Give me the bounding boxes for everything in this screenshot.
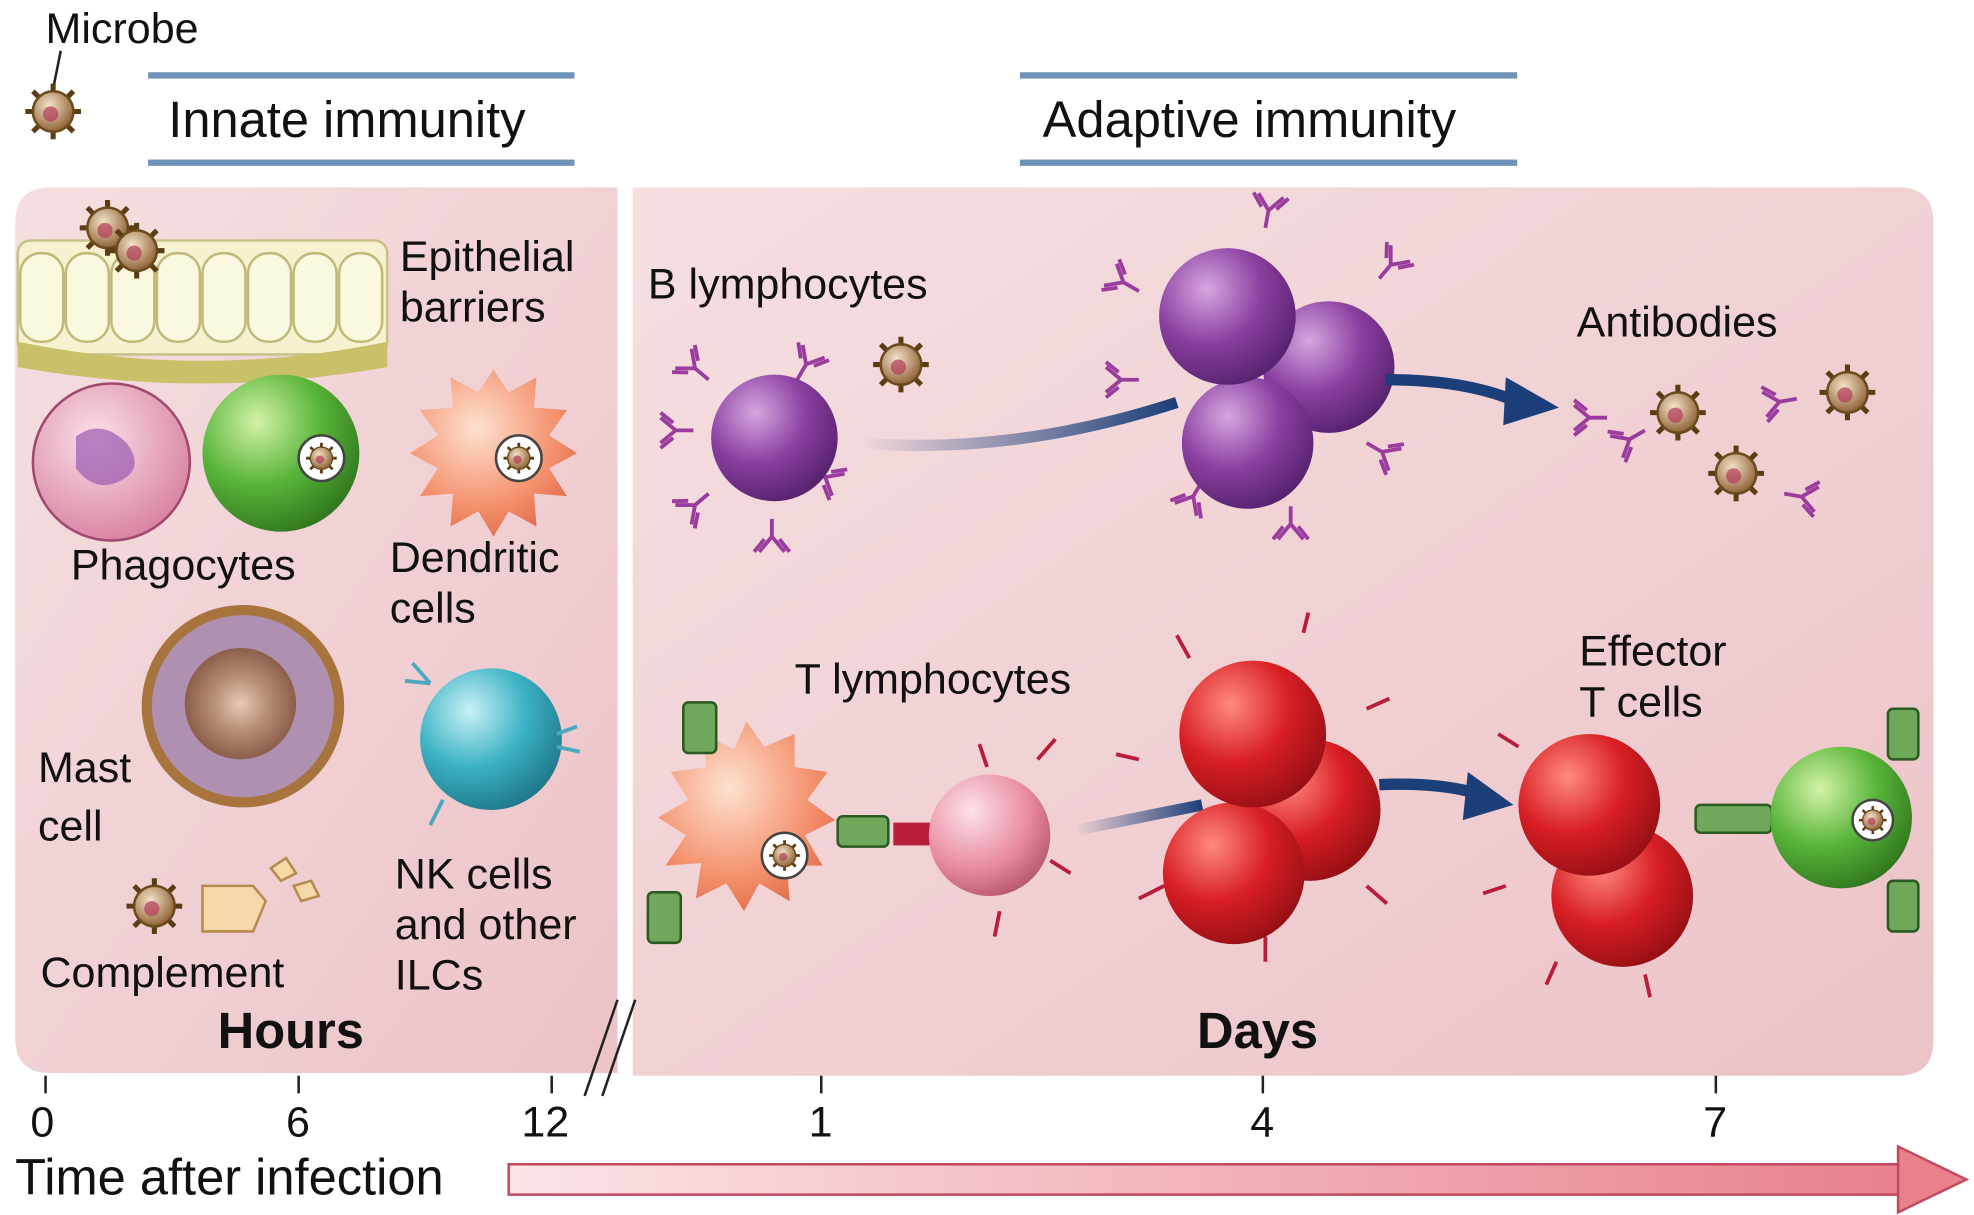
phagocytes-label: Phagocytes [71, 542, 296, 590]
microbe-legend: Microbe [25, 5, 199, 140]
t-lymphocytes-label: T lymphocytes [795, 656, 1072, 704]
tick-6h: 6 [286, 1098, 310, 1146]
tick-7d: 7 [1703, 1098, 1727, 1146]
nk-cell-illustration [404, 661, 580, 826]
phagocytes-illustration [31, 374, 360, 542]
complement-label: Complement [40, 949, 284, 997]
dendritic-label-1: Dendritic [390, 534, 560, 582]
time-axis-label: Time after infection [15, 1149, 443, 1206]
days-label: Days [1197, 1002, 1318, 1059]
adaptive-title: Adaptive immunity [1043, 91, 1457, 148]
b-lymphocytes-label: B lymphocytes [648, 261, 928, 309]
effector-label-2: T cells [1579, 678, 1703, 726]
dendritic-label-2: cells [390, 585, 476, 633]
b-lymphocyte-illustration [658, 337, 929, 554]
effector-label-1: Effector [1579, 628, 1726, 676]
t-cell-clones-illustration [1115, 612, 1391, 962]
mast-label-1: Mast [38, 744, 131, 792]
mast-label-2: cell [38, 802, 103, 850]
epithelial-label-2: barriers [400, 284, 546, 332]
nk-label-2: and other [395, 901, 577, 949]
tick-12h: 12 [521, 1098, 569, 1146]
tick-1d: 1 [809, 1098, 833, 1146]
time-arrow-head-icon [1896, 1144, 1970, 1215]
arrow-head-icon-2 [1462, 772, 1514, 821]
nk-label-3: ILCs [395, 952, 483, 1000]
naive-t-cell-illustration [893, 737, 1072, 937]
innate-title: Innate immunity [168, 91, 526, 148]
effector-t-cells-illustration [1482, 707, 1920, 998]
epithelial-barrier-illustration [16, 200, 389, 384]
arrow-head-icon [1503, 377, 1559, 426]
mast-cell-illustration [141, 604, 345, 808]
innate-header: Innate immunity [148, 72, 575, 166]
microbe-icon [25, 84, 81, 140]
t-cell-activation-arrow [1074, 799, 1204, 836]
time-axis: 0 6 12 1 4 7 Time after infection [15, 999, 1970, 1215]
tick-4d: 4 [1250, 1098, 1274, 1146]
adaptive-header: Adaptive immunity [1019, 72, 1518, 166]
nk-label-1: NK cells [395, 850, 553, 898]
antibodies-label: Antibodies [1577, 299, 1778, 347]
microbe-label: Microbe [46, 5, 199, 53]
epithelial-label-1: Epithelial [400, 233, 575, 281]
b-cell-activation-arrow [859, 397, 1179, 452]
time-arrow [507, 1163, 1915, 1196]
antigen-presenting-cell-illustration [646, 701, 890, 945]
hours-label: Hours [218, 1002, 364, 1059]
b-cell-clones-illustration [1099, 190, 1416, 542]
complement-illustration [127, 856, 321, 934]
dendritic-cell-illustration [409, 369, 578, 537]
tick-0h: 0 [30, 1098, 54, 1146]
